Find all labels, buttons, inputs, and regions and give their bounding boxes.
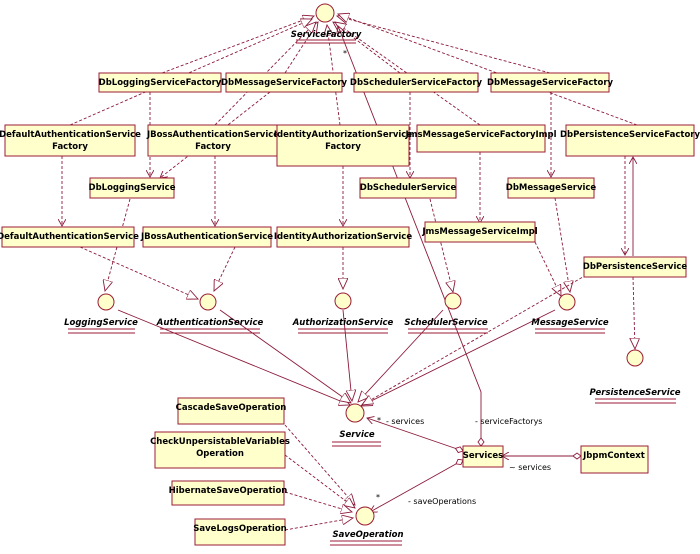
realization-default-auth <box>79 246 198 299</box>
class-name-line-1: JBossAuthenticationService <box>146 130 279 140</box>
class-name-line-2: Factory <box>325 142 361 152</box>
interface-name: MessageService <box>531 318 608 328</box>
class-name: DbMessageService <box>506 183 597 193</box>
class-db-message-service-factory-1[interactable]: DbMessageServiceFactory <box>221 72 348 93</box>
class-name: DbMessageServiceFactory <box>487 78 614 88</box>
class-jms-message-service-factory-impl[interactable]: JmsMessageServiceFactoryImpl <box>404 124 557 153</box>
interface-name: PersistenceService <box>589 388 680 398</box>
realization-dbpersistence-factory <box>338 14 638 126</box>
class-name: JBossAuthenticationService <box>140 232 273 242</box>
role-label-services-nav: ~ services <box>509 463 551 472</box>
class-jboss-authentication-service-factory[interactable]: JBossAuthenticationService Factory <box>146 124 279 157</box>
real-cascade-save <box>284 424 355 505</box>
interface-name: AuthenticationService <box>156 318 264 328</box>
interface-name: AuthorizationService <box>292 318 394 328</box>
class-db-persistence-service[interactable]: DbPersistenceService <box>583 256 688 278</box>
interface-message-service[interactable]: MessageService <box>531 293 609 334</box>
interface-logging-service[interactable]: LoggingService <box>64 293 138 334</box>
realization-jms-message <box>534 241 561 296</box>
class-db-persistence-service-factory[interactable]: DbPersistenceServiceFactory <box>560 124 700 157</box>
dep-dbmessage-factory1-service <box>160 91 271 178</box>
class-check-unpersistable-variables-operation[interactable]: CheckUnpersistableVariables Operation <box>150 431 290 469</box>
real-check-unpersistable <box>284 454 355 508</box>
interface-service[interactable]: Service <box>332 403 381 447</box>
class-name: DbSchedulerService <box>360 183 457 193</box>
gen-logging-service <box>117 309 350 405</box>
class-default-authentication-service-factory[interactable]: DefaultAuthenticationService Factory <box>0 124 141 157</box>
class-services[interactable]: Services <box>462 445 504 468</box>
class-identity-authorization-service-factory[interactable]: IdentityAuthorizationService Factory <box>274 124 412 167</box>
class-name: DbPersistenceService <box>583 262 688 272</box>
class-jbpm-context[interactable]: JbpmContext <box>580 445 649 474</box>
class-default-authentication-service[interactable]: DefaultAuthenticationService <box>0 226 139 248</box>
class-jms-message-service-impl[interactable]: JmsMessageServiceImpl <box>421 221 538 243</box>
multiplicity-service: * <box>377 416 381 425</box>
class-name: DbLoggingService <box>89 183 176 193</box>
real-hibernate-save <box>284 491 352 512</box>
class-name: JmsMessageServiceImpl <box>421 227 537 237</box>
class-identity-authorization-service[interactable]: IdentityAuthorizationService <box>274 226 412 248</box>
multiplicity-service-factory: * <box>343 49 347 58</box>
role-label-service-factorys: - serviceFactorys <box>475 417 542 426</box>
class-name-line-2: Operation <box>196 449 244 459</box>
class-name: JmsMessageServiceFactoryImpl <box>404 130 556 140</box>
interface-name: Service <box>339 430 375 440</box>
class-name: CascadeSaveOperation <box>176 403 287 413</box>
class-db-scheduler-service-factory[interactable]: DbSchedulerServiceFactory <box>350 72 483 93</box>
class-name-line-2: Factory <box>52 142 88 152</box>
class-hibernate-save-operation[interactable]: HibernateSaveOperation <box>169 480 288 506</box>
class-save-logs-operation[interactable]: SaveLogsOperation <box>193 518 287 546</box>
class-name: Services <box>463 451 503 461</box>
multiplicity-save-operation: * <box>376 493 380 502</box>
interface-authentication-service[interactable]: AuthenticationService <box>156 293 264 334</box>
class-name: DefaultAuthenticationService <box>0 232 139 242</box>
interface-save-operation[interactable]: SaveOperation <box>330 506 404 546</box>
class-name: DbPersistenceServiceFactory <box>560 130 700 140</box>
realization-dblogging-factory <box>161 16 314 74</box>
class-db-logging-service-factory[interactable]: DbLoggingServiceFactory <box>98 72 222 93</box>
class-name-line-1: CheckUnpersistableVariables <box>150 437 290 447</box>
interface-name: LoggingService <box>64 318 138 328</box>
realization-dbmessage-factory-2 <box>337 16 551 74</box>
interface-name: ServiceFactory <box>291 30 362 40</box>
interface-scheduler-service[interactable]: SchedulerService <box>404 292 488 334</box>
class-db-message-service-factory-2[interactable]: DbMessageServiceFactory <box>487 72 614 93</box>
interface-authorization-service[interactable]: AuthorizationService <box>292 292 394 334</box>
interface-service-factory[interactable]: ServiceFactory <box>291 3 362 44</box>
role-label-services: - services <box>386 417 424 426</box>
realization-dbscheduler <box>429 198 453 292</box>
interface-persistence-service[interactable]: PersistenceService <box>589 349 681 404</box>
class-db-logging-service[interactable]: DbLoggingService <box>89 177 176 199</box>
realization-dbmessage <box>554 197 570 292</box>
real-save-logs <box>284 518 353 531</box>
realization-default-auth-factory <box>69 19 312 126</box>
class-db-message-service[interactable]: DbMessageService <box>506 177 597 199</box>
role-label-save-operations: - saveOperations <box>408 497 476 506</box>
class-name: DbMessageServiceFactory <box>221 78 348 88</box>
realization-dbpersistence <box>633 276 635 349</box>
class-name: JbpmContext <box>582 451 645 461</box>
class-name-line-1: IdentityAuthorizationService <box>274 130 412 140</box>
class-db-scheduler-service[interactable]: DbSchedulerService <box>359 177 457 199</box>
class-name: HibernateSaveOperation <box>169 486 288 496</box>
realization-jboss-auth <box>214 246 236 291</box>
class-name: IdentityAuthorizationService <box>274 232 412 242</box>
class-cascade-save-operation[interactable]: CascadeSaveOperation <box>176 397 287 425</box>
interface-name: SaveOperation <box>332 530 403 540</box>
class-name: DbSchedulerServiceFactory <box>350 78 483 88</box>
gen-authentication-service <box>219 309 351 403</box>
class-name-line-2: Factory <box>195 142 231 152</box>
class-name: DbLoggingServiceFactory <box>99 78 222 88</box>
class-name-line-1: DefaultAuthenticationService <box>0 130 141 140</box>
assoc-services-saveoperation <box>370 460 463 512</box>
class-jboss-authentication-service[interactable]: JBossAuthenticationService <box>140 226 273 248</box>
class-name: SaveLogsOperation <box>193 524 286 534</box>
interface-name: SchedulerService <box>404 318 488 328</box>
